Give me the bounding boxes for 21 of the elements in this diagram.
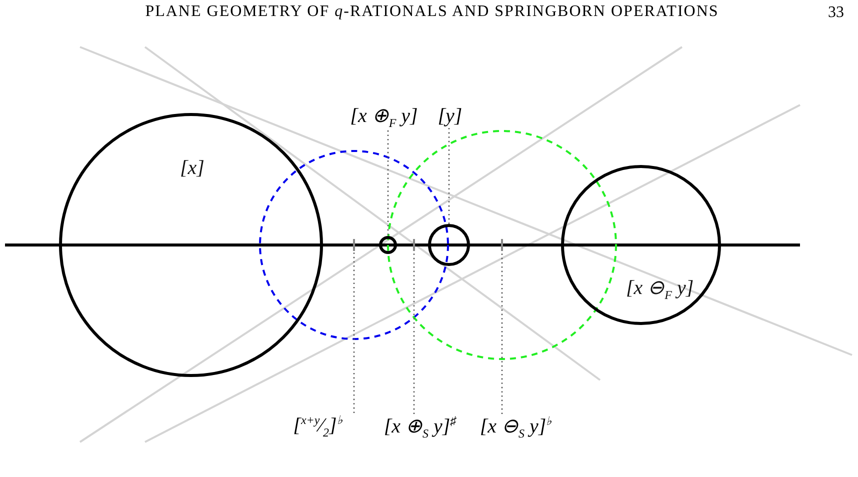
page-number: 33	[828, 4, 844, 22]
circle-outline	[59, 113, 323, 377]
math-label: [x ⊖$_{S}$ y]$^{♭}$	[480, 414, 552, 442]
math-label: [x]	[180, 158, 204, 178]
math-label: [$^{x+y}$⁄$_{2}$]$^{♭}$	[293, 413, 343, 440]
math-label: [y]	[438, 104, 462, 128]
page-header: PLANE GEOMETRY OF q-RATIONALS AND SPRINGBORN OPERATIONS	[145, 3, 719, 21]
circle-outline	[561, 165, 721, 325]
leader-line	[353, 251, 355, 413]
tick-mark	[353, 239, 355, 251]
circle-outline	[379, 236, 397, 254]
tick-mark	[413, 239, 415, 251]
leader-line	[448, 128, 450, 224]
math-label: [x ⊕$_{F}$ y]	[350, 104, 418, 130]
leader-line	[501, 251, 503, 414]
circle-outline	[428, 224, 470, 266]
leader-line	[413, 251, 415, 414]
leader-line	[387, 130, 389, 236]
math-label: [x ⊕$_{S}$ y]$^{♯}$	[384, 414, 456, 442]
math-label: [x ⊖$_{F}$ y]	[626, 278, 694, 301]
tick-mark	[501, 239, 503, 251]
